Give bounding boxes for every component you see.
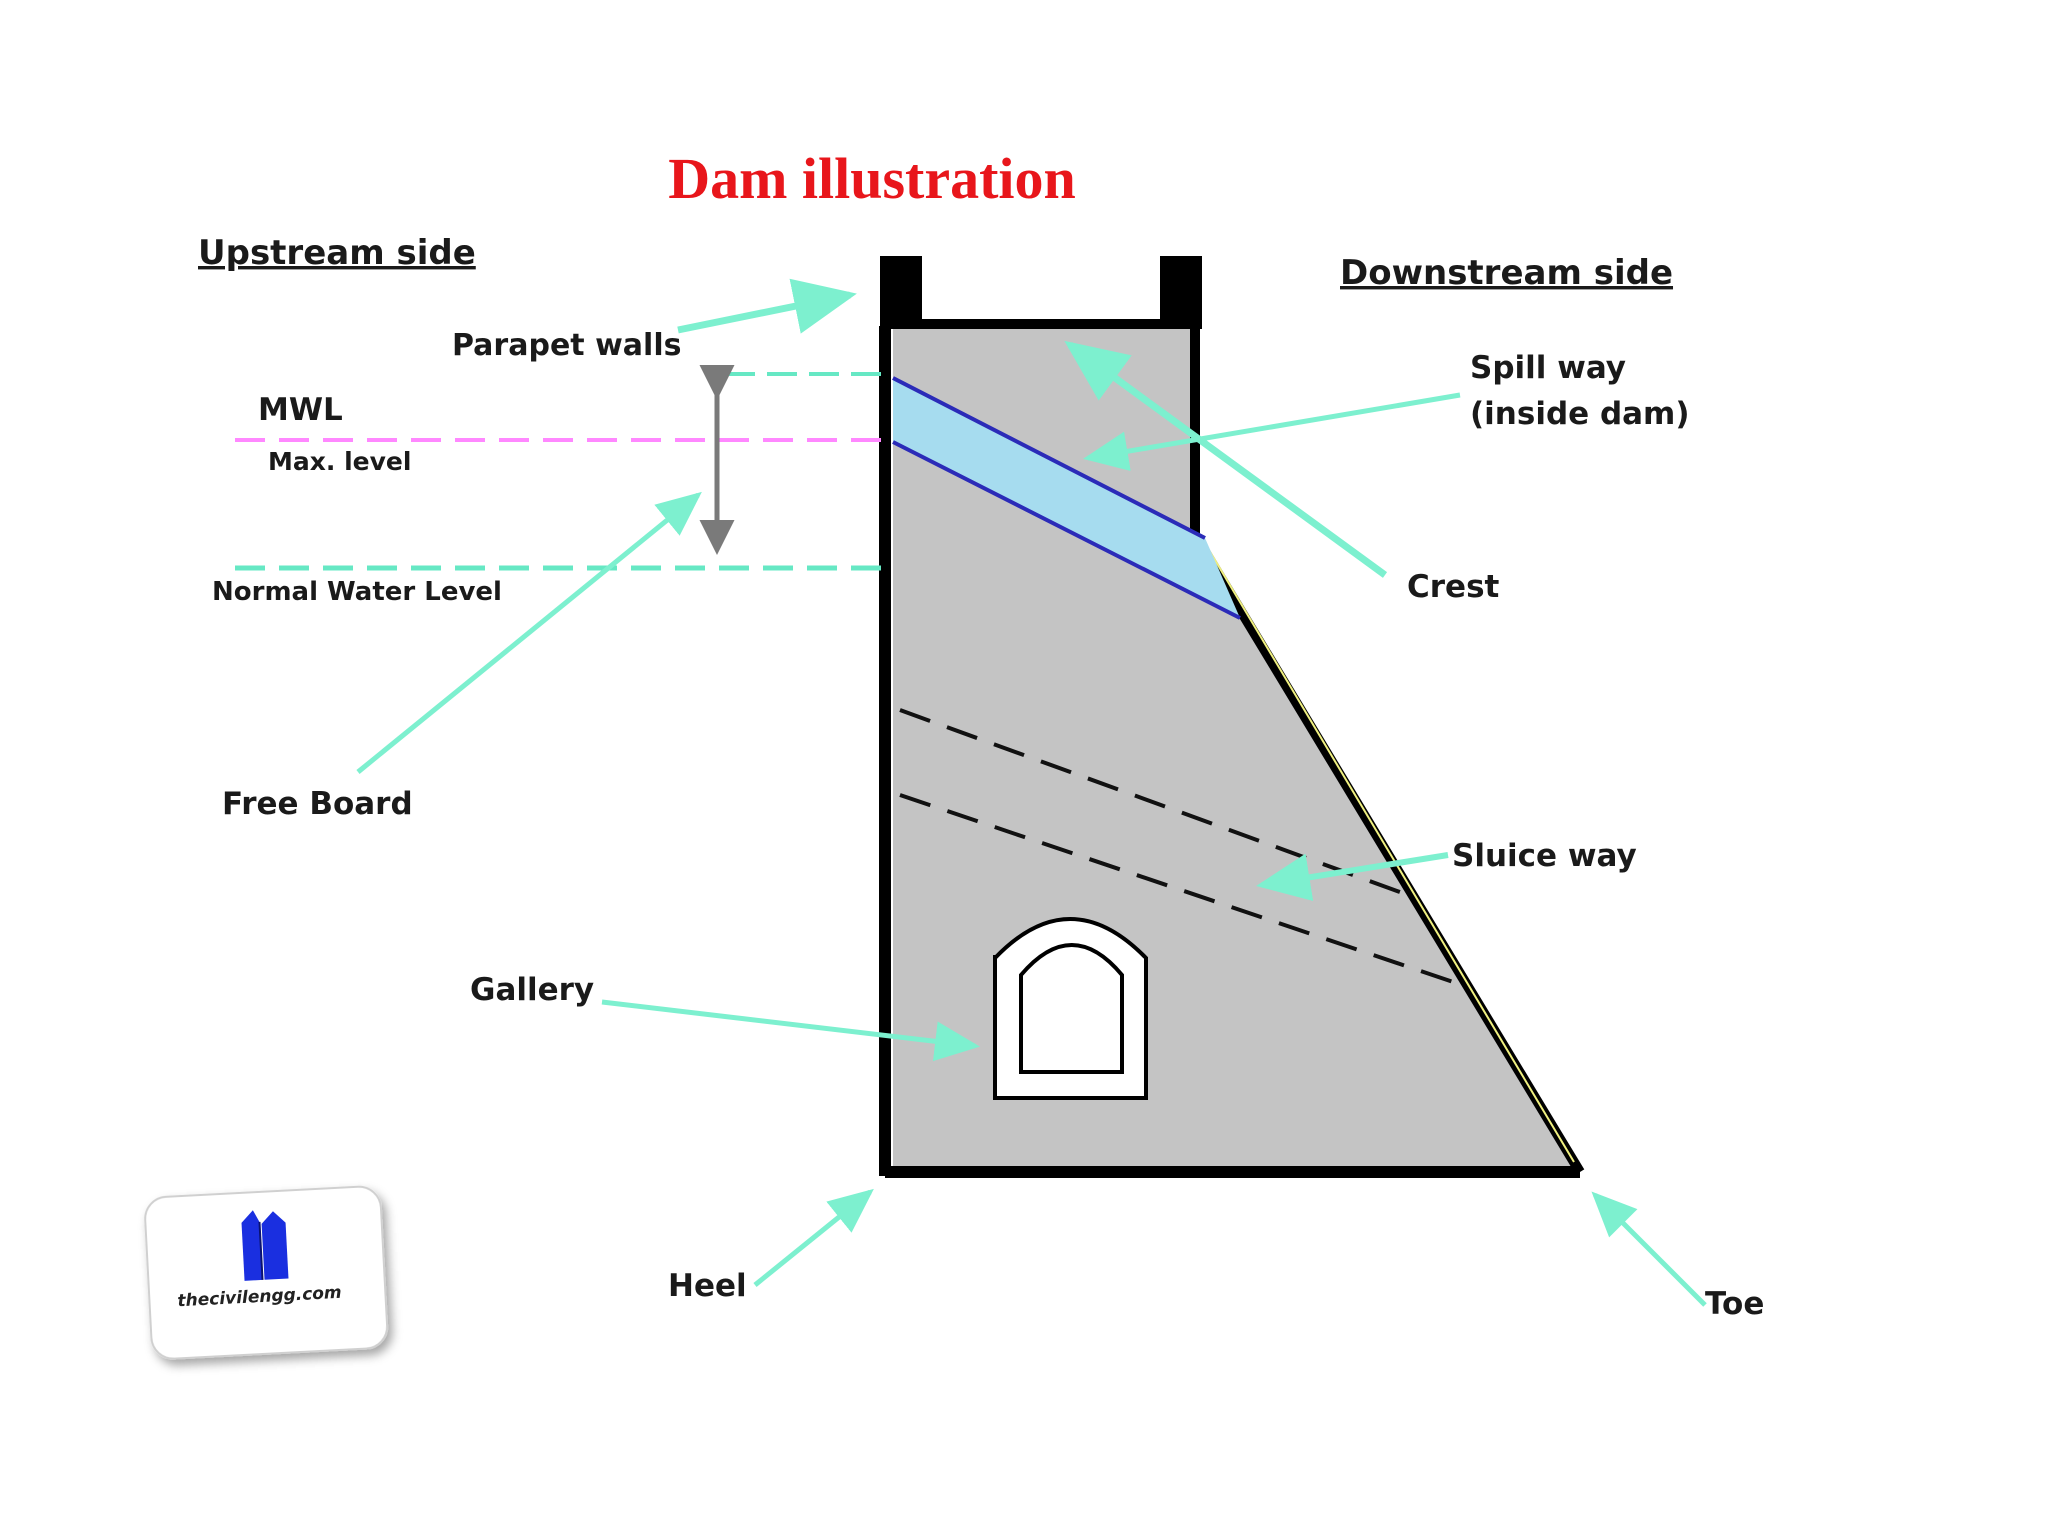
arrow-crest	[1064, 340, 1388, 578]
normal-water-level-label: Normal Water Level	[212, 577, 502, 607]
arrow-sluice	[1256, 852, 1449, 902]
sluice-way-top	[899, 708, 1409, 897]
arrow-gallery	[601, 999, 980, 1062]
dam-downstream-slope-highlight	[1202, 539, 1575, 1163]
diagram-title: Dam illustration	[668, 146, 1076, 211]
parapet-walls-label: Parapet walls	[452, 328, 681, 363]
downstream-side-label: Downstream side	[1340, 253, 1673, 293]
spillway	[893, 378, 1240, 618]
site-logo: thecivilengg.com	[144, 1185, 389, 1360]
max-level-label: Max. level	[268, 447, 411, 476]
arrow-toe	[1591, 1191, 1707, 1307]
mwl-label: MWL	[258, 392, 343, 428]
arrow-heel	[753, 1188, 874, 1287]
arrow-spillway	[1083, 392, 1461, 472]
logo-icon	[241, 1210, 289, 1281]
heel-label: Heel	[668, 1268, 747, 1304]
toe-label: Toe	[1705, 1286, 1764, 1322]
gallery	[993, 917, 1148, 1100]
spillway-bottom-edge	[892, 440, 1241, 620]
spillway-label-line1: Spill way	[1470, 350, 1626, 386]
upstream-side-label: Upstream side	[198, 233, 476, 273]
arrow-parapet	[677, 278, 857, 334]
sluice-way-label: Sluice way	[1452, 838, 1637, 874]
arrow-free-board	[356, 491, 702, 774]
crest-label: Crest	[1407, 569, 1500, 605]
parapet-wall-left	[880, 256, 922, 328]
spillway-top-edge	[892, 376, 1206, 540]
free-board-label: Free Board	[222, 786, 413, 822]
gallery-label: Gallery	[470, 972, 594, 1008]
parapet-wall-right	[1160, 256, 1202, 328]
spillway-label-line2: (inside dam)	[1470, 396, 1690, 432]
